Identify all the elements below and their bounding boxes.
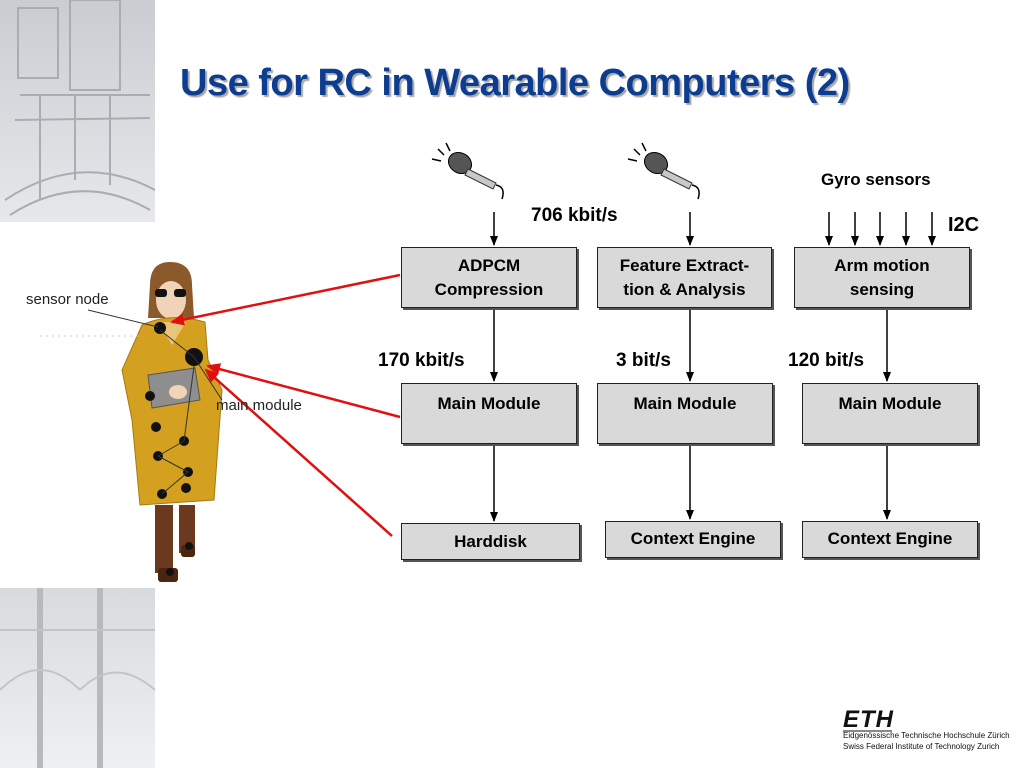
box-line: tion & Analysis <box>623 280 746 299</box>
flow-arrows <box>490 212 936 522</box>
input-rate-label: 706 kbit/s <box>531 205 618 226</box>
woman-figure <box>40 262 223 582</box>
i2c-label: I2C <box>948 214 980 236</box>
eth-name-english: Swiss Federal Institute of Technology Zu… <box>843 742 1000 751</box>
box-line: sensing <box>849 280 915 299</box>
adpcm-compression-box: ADPCM Compression <box>401 247 577 308</box>
main-module-box-col3: Main Module <box>802 383 978 444</box>
slide-title: Use for RC in Wearable Computers (2) <box>180 62 850 104</box>
box-line: Arm motion <box>834 256 930 275</box>
rate-label-col1: 170 kbit/s <box>378 350 465 371</box>
context-engine-box-col3: Context Engine <box>802 521 978 558</box>
background-photo-top <box>0 0 156 222</box>
gyro-sensors-label: Gyro sensors <box>821 170 931 189</box>
box-line: ADPCM <box>457 256 521 275</box>
main-module-box-col2: Main Module <box>597 383 773 444</box>
harddisk-box: Harddisk <box>401 523 580 560</box>
microphone-icon <box>627 142 700 200</box>
feature-extraction-box: Feature Extract- tion & Analysis <box>597 247 772 308</box>
box-line: Compression <box>434 280 544 299</box>
box-line: Feature Extract- <box>619 256 750 275</box>
eth-name-german: Eidgenössische Technische Hochschule Zür… <box>843 731 1010 740</box>
microphone-icon <box>431 142 504 200</box>
background-photo-bottom <box>0 588 156 768</box>
main-module-label: main module <box>216 397 302 414</box>
context-engine-box-col2: Context Engine <box>605 521 781 558</box>
eth-logo: ETH <box>843 706 894 733</box>
pointer-arrows <box>170 273 401 537</box>
main-module-box-col1: Main Module <box>401 383 577 444</box>
rate-label-col3: 120 bit/s <box>788 350 865 371</box>
sensor-node-label: sensor node <box>26 291 109 308</box>
rate-label-col2: 3 bit/s <box>616 350 671 371</box>
arm-motion-sensing-box: Arm motion sensing <box>794 247 970 308</box>
